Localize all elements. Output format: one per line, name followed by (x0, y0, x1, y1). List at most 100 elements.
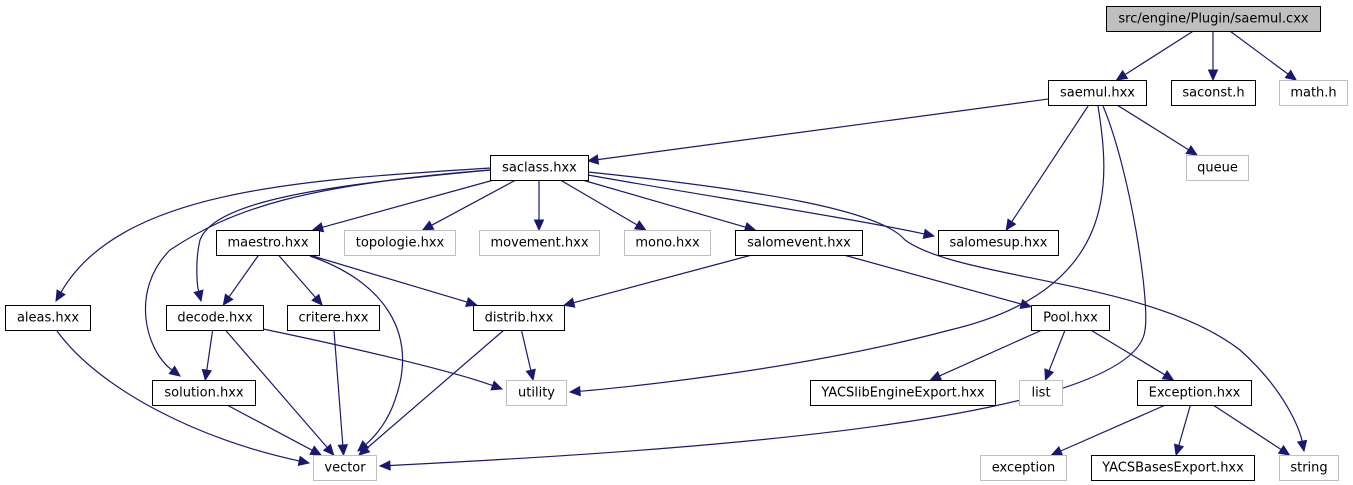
edge-solution_hxx-to-vector (226, 404, 323, 456)
node-saemul-cxx[interactable]: src/engine/Plugin/saemul.cxx (1106, 6, 1321, 32)
edge-maestro_hxx-to-distrib_hxx (309, 254, 478, 308)
node-label: vector (324, 461, 366, 476)
node-saemul-hxx[interactable]: saemul.hxx (1048, 80, 1147, 106)
arrowhead-icon (562, 297, 576, 308)
arrowhead-icon (309, 445, 323, 456)
edge-line (366, 329, 505, 449)
edge-pool_hxx-to-list (1044, 329, 1066, 382)
node-string: string (1279, 455, 1339, 481)
node-critere-hxx[interactable]: critere.hxx (287, 305, 380, 331)
node-box (1048, 80, 1147, 106)
edge-line (1178, 404, 1191, 446)
node-box (980, 455, 1067, 481)
edge-saclass_hxx-to-salomevent_hxx (582, 179, 757, 233)
edge-saemul_cxx-to-math_h (1229, 30, 1298, 81)
edge-exception_hxx-to-exception (1050, 404, 1166, 456)
edge-aleas_hxx-to-vector (56, 330, 311, 466)
arrowhead-icon (1173, 443, 1185, 457)
arrowhead-icon (633, 220, 647, 231)
edge-line (60, 167, 491, 293)
arrowhead-icon (490, 380, 504, 391)
edge-critere_hxx-to-vector (333, 329, 348, 457)
node-distrib-hxx[interactable]: distrib.hxx (473, 305, 565, 331)
node-math-h: math.h (1279, 80, 1348, 106)
node-yacsbases-hxx[interactable]: YACSBasesExport.hxx (1091, 455, 1255, 481)
edge-line (597, 98, 1049, 161)
node-label: mono.hxx (635, 236, 700, 251)
node-box (506, 380, 567, 406)
edge-line (520, 329, 532, 371)
edge-saclass_hxx-to-topologie_hxx (421, 179, 517, 231)
arrowhead-icon (55, 289, 66, 303)
node-label: movement.hxx (490, 236, 588, 251)
arrowhead-icon (378, 460, 391, 471)
arrowhead-icon (421, 220, 435, 231)
node-box (313, 455, 377, 481)
arrowhead-icon (322, 443, 335, 456)
edge-line (144, 169, 491, 371)
edge-line (1090, 329, 1166, 376)
node-saconst-h[interactable]: saconst.h (1171, 80, 1256, 106)
edge-saemul_cxx-to-saconst_h (1207, 31, 1219, 82)
edge-pool_hxx-to-yacslib_hxx (929, 329, 1043, 381)
arrowhead-icon (1185, 144, 1199, 156)
edge-line (431, 179, 517, 226)
arrowhead-icon (1115, 69, 1129, 81)
node-salomesup-hxx[interactable]: salomesup.hxx (938, 230, 1059, 256)
node-exception-hxx[interactable]: Exception.hxx (1137, 380, 1252, 406)
edge-saclass_hxx-to-aleas_hxx (55, 167, 491, 303)
node-maestro-hxx[interactable]: maestro.hxx (216, 230, 320, 256)
edge-line (262, 328, 493, 387)
edge-maestro_hxx-to-decode_hxx (222, 254, 260, 306)
node-box (166, 305, 264, 331)
edge-pool_hxx-to-exception_hxx (1090, 329, 1175, 381)
edge-saemul_hxx-to-utility (568, 105, 1105, 397)
arrowhead-icon (297, 455, 311, 466)
edge-line (206, 329, 214, 371)
edge-decode_hxx-to-vector (224, 329, 335, 456)
node-label: saconst.h (1182, 86, 1244, 101)
edge-line (389, 105, 1147, 467)
arrowhead-icon (922, 228, 936, 239)
edge-saemul_cxx-to-saemul_hxx (1115, 30, 1194, 81)
edges-layer (55, 30, 1308, 471)
node-box (1019, 380, 1063, 406)
edge-saclass_hxx-to-mono_hxx (560, 179, 647, 231)
edge-line (309, 254, 468, 303)
arrowhead-icon (1284, 69, 1298, 81)
node-saclass-hxx[interactable]: saclass.hxx (490, 155, 589, 181)
edge-line (224, 329, 328, 448)
node-salomevent-hxx[interactable]: salomevent.hxx (735, 230, 863, 256)
arrowhead-icon (168, 365, 181, 377)
edge-distrib_hxx-to-utility (520, 329, 536, 382)
nodes-layer: src/engine/Plugin/saemul.cxx saemul.hxx sa… (5, 6, 1348, 481)
node-pool-hxx[interactable]: Pool.hxx (1031, 305, 1110, 331)
node-box (1279, 455, 1339, 481)
node-label: saemul.hxx (1060, 86, 1135, 101)
node-label: Exception.hxx (1149, 386, 1241, 401)
node-box (1106, 6, 1321, 32)
node-topologie-hxx: topologie.hxx (344, 230, 456, 256)
edge-line (309, 255, 404, 446)
node-aleas-hxx[interactable]: aleas.hxx (5, 305, 91, 331)
arrowhead-icon (1277, 444, 1291, 456)
arrowhead-icon (1044, 368, 1055, 382)
node-solution-hxx[interactable]: solution.hxx (152, 380, 256, 406)
arrowhead-icon (1296, 439, 1308, 453)
node-box (624, 230, 711, 256)
node-label: string (1290, 461, 1327, 476)
node-yacslib-hxx[interactable]: YACSlibEngineExport.hxx (810, 380, 996, 406)
edge-maestro_hxx-to-critere_hxx (277, 254, 323, 306)
node-label: utility (518, 386, 555, 401)
edge-line (1011, 104, 1090, 223)
edge-line (579, 105, 1105, 392)
arrowhead-icon (1050, 445, 1064, 456)
node-list: list (1019, 380, 1063, 406)
edge-line (228, 254, 260, 298)
edge-line (277, 254, 316, 298)
edge-saemul_hxx-to-queue (1116, 104, 1199, 156)
node-label: salomesup.hxx (950, 236, 1048, 251)
node-decode-hxx[interactable]: decode.hxx (166, 305, 264, 331)
node-label: queue (1197, 161, 1238, 176)
node-box (1091, 455, 1255, 481)
